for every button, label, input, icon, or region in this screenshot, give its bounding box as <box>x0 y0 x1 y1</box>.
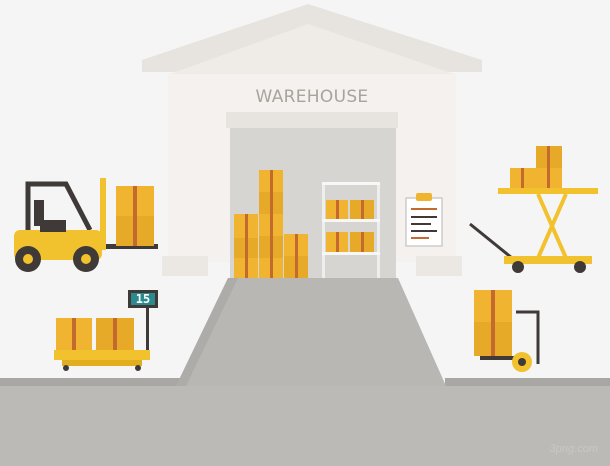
box <box>326 232 348 252</box>
box <box>259 192 283 214</box>
box <box>234 238 258 258</box>
box <box>350 200 374 219</box>
box <box>536 146 562 168</box>
box <box>284 256 308 278</box>
warehouse-building: WAREHOUSE <box>142 4 482 278</box>
ground-edge-left <box>0 378 180 386</box>
clipboard-icon <box>405 193 443 247</box>
box <box>56 318 92 350</box>
watermark: 3png.com <box>550 443 598 455</box>
box <box>536 168 562 188</box>
shelf-unit <box>322 182 380 278</box>
door-frame <box>226 112 398 128</box>
loading-ramp <box>176 278 446 386</box>
lift-table <box>469 146 598 273</box>
box <box>350 232 374 252</box>
box <box>259 170 283 192</box>
ground <box>0 386 610 466</box>
wheel <box>574 261 586 273</box>
box <box>326 200 348 219</box>
box <box>116 186 154 216</box>
box <box>234 214 258 238</box>
plinth-left <box>162 256 208 276</box>
box <box>259 214 283 236</box>
box <box>234 258 258 278</box>
wheel <box>512 261 524 273</box>
roof-inner <box>170 24 454 74</box>
ramp-shade <box>176 278 238 386</box>
hand-truck <box>474 290 540 372</box>
box <box>116 216 154 246</box>
warehouse-sign: WAREHOUSE <box>256 87 369 107</box>
box <box>284 234 308 256</box>
box <box>474 322 512 356</box>
box <box>96 318 134 350</box>
forklift <box>14 178 158 272</box>
box <box>474 290 512 322</box>
weighing-scale: 15 <box>54 290 158 371</box>
plinth-right <box>416 256 462 276</box>
box <box>510 168 536 188</box>
scale-reading: 15 <box>136 292 150 306</box>
box <box>259 258 283 278</box>
box-stack-door <box>234 170 308 278</box>
box <box>259 236 283 258</box>
ground-edge-right <box>445 378 610 386</box>
